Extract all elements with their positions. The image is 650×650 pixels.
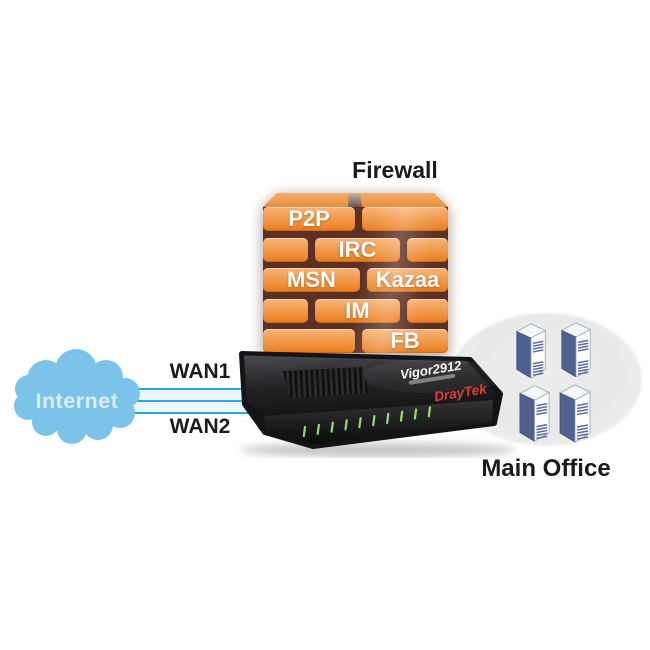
brick-im: IM xyxy=(315,298,400,323)
brick-p2p: P2P xyxy=(263,206,355,231)
brick xyxy=(407,237,448,262)
brick-kazaa: Kazaa xyxy=(367,267,448,292)
server-icon xyxy=(560,322,592,377)
brick-wall: P2P IRC MSN Kazaa IM FB xyxy=(263,206,448,353)
router-led-strip xyxy=(302,406,432,438)
brick xyxy=(263,298,308,323)
wall-top-face xyxy=(263,193,448,207)
router-shadow xyxy=(240,443,516,457)
brick xyxy=(263,237,308,262)
router-model-subtitle-strip xyxy=(408,373,456,385)
wan1-label: WAN1 xyxy=(169,360,231,383)
router-device: Vigor2912 DrayTek xyxy=(239,351,516,457)
wall-top-notch xyxy=(348,194,362,207)
main-office-label: Main Office xyxy=(481,455,611,482)
router-vent-grille xyxy=(283,367,369,398)
server-icon xyxy=(515,323,547,378)
server-icon xyxy=(559,384,591,443)
brick-msn: MSN xyxy=(263,267,360,292)
internet-cloud-icon: Internet xyxy=(14,349,140,444)
wan-divider-line xyxy=(122,400,274,402)
firewall-title: Firewall xyxy=(352,157,438,183)
brick-irc: IRC xyxy=(315,237,400,262)
brick xyxy=(362,207,448,231)
internet-label: Internet xyxy=(36,389,119,413)
server-icon xyxy=(519,384,550,443)
brick xyxy=(407,298,448,323)
wan2-label: WAN2 xyxy=(169,415,231,438)
server-group xyxy=(515,322,592,443)
